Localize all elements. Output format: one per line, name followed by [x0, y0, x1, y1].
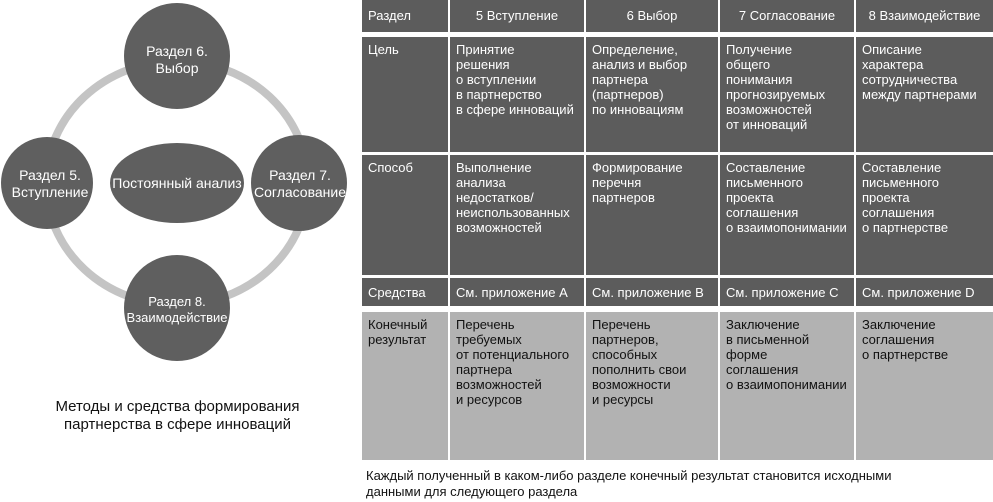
row-label: Цель	[362, 37, 448, 152]
table-cell: Определение, анализ и выбор партнера (па…	[586, 37, 718, 152]
node-section-6: Раздел 6. Выбор	[124, 3, 230, 109]
table-cell: См. приложение C	[720, 278, 854, 306]
table-cell: Заключение соглашения о партнерстве	[856, 312, 993, 460]
table-cell: Составление письменного проекта соглашен…	[720, 155, 854, 275]
header-cell: 5 Вступление	[450, 0, 584, 32]
header-cell: 7 Согласование	[720, 0, 854, 32]
header-cell: 6 Выбор	[586, 0, 718, 32]
table-cell: См. приложение B	[586, 278, 718, 306]
table-header-row: Раздел 5 Вступление 6 Выбор 7 Согласован…	[362, 0, 993, 32]
node-constant-analysis: Постоянный анализ	[110, 143, 244, 223]
table-cell: Получение общего понимания прогнозируемы…	[720, 37, 854, 152]
table-footnote: Каждый полученный в каком-либо разделе к…	[366, 468, 892, 499]
node-constant-analysis-label: Постоянный анализ	[112, 175, 241, 191]
table-cell: Выполнение анализа недостатков/ неисполь…	[450, 155, 584, 275]
table-cell: Формирование перечня партнеров	[586, 155, 718, 275]
node-section-8: Раздел 8. Взаимодействие	[124, 255, 230, 361]
table-cell: Принятие решения о вступлении в партнерс…	[450, 37, 584, 152]
header-cell: 8 Взаимодействие	[856, 0, 993, 32]
node-section-5: Раздел 5. Вступление	[1, 137, 93, 229]
row-label: Способ	[362, 155, 448, 275]
node-section-5-title: Раздел 5.	[19, 167, 81, 183]
table-row-result: Конечный результат Перечень требуемых от…	[362, 312, 993, 460]
table-cell: Перечень требуемых от потенциального пар…	[450, 312, 584, 460]
header-cell: Раздел	[362, 0, 448, 32]
table-cell: См. приложение A	[450, 278, 584, 306]
node-section-6-title: Раздел 6.	[146, 43, 208, 59]
table-row-goal: Цель Принятие решения о вступлении в пар…	[362, 37, 993, 152]
table-cell: Заключение в письменной форме соглашения…	[720, 312, 854, 460]
table-row-means: Средства См. приложение A См. приложение…	[362, 278, 993, 306]
table-row-method: Способ Выполнение анализа недостатков/ н…	[362, 155, 993, 275]
row-label: Конечный результат	[362, 312, 448, 460]
table-cell: Перечень партнеров, способных пополнить …	[586, 312, 718, 460]
cycle-diagram: Раздел 6. Выбор Раздел 5. Вступление Раз…	[1, 3, 347, 361]
node-section-7: Раздел 7. Согласование	[251, 135, 347, 231]
diagram-caption: Методы и средства формирования партнерст…	[55, 398, 300, 433]
node-section-8-title: Раздел 8.	[148, 294, 205, 309]
node-section-7-title: Раздел 7.	[269, 167, 331, 183]
node-section-5-label: Вступление	[12, 184, 89, 200]
node-section-7-label: Согласование	[254, 184, 346, 200]
table-cell: См. приложение D	[856, 278, 993, 306]
row-label: Средства	[362, 278, 448, 306]
table-cell: Описание характера сотрудничества между …	[856, 37, 993, 152]
node-section-6-label: Выбор	[156, 60, 199, 76]
table-cell: Составление письменного проекта соглашен…	[856, 155, 993, 275]
node-section-8-label: Взаимодействие	[127, 310, 228, 325]
